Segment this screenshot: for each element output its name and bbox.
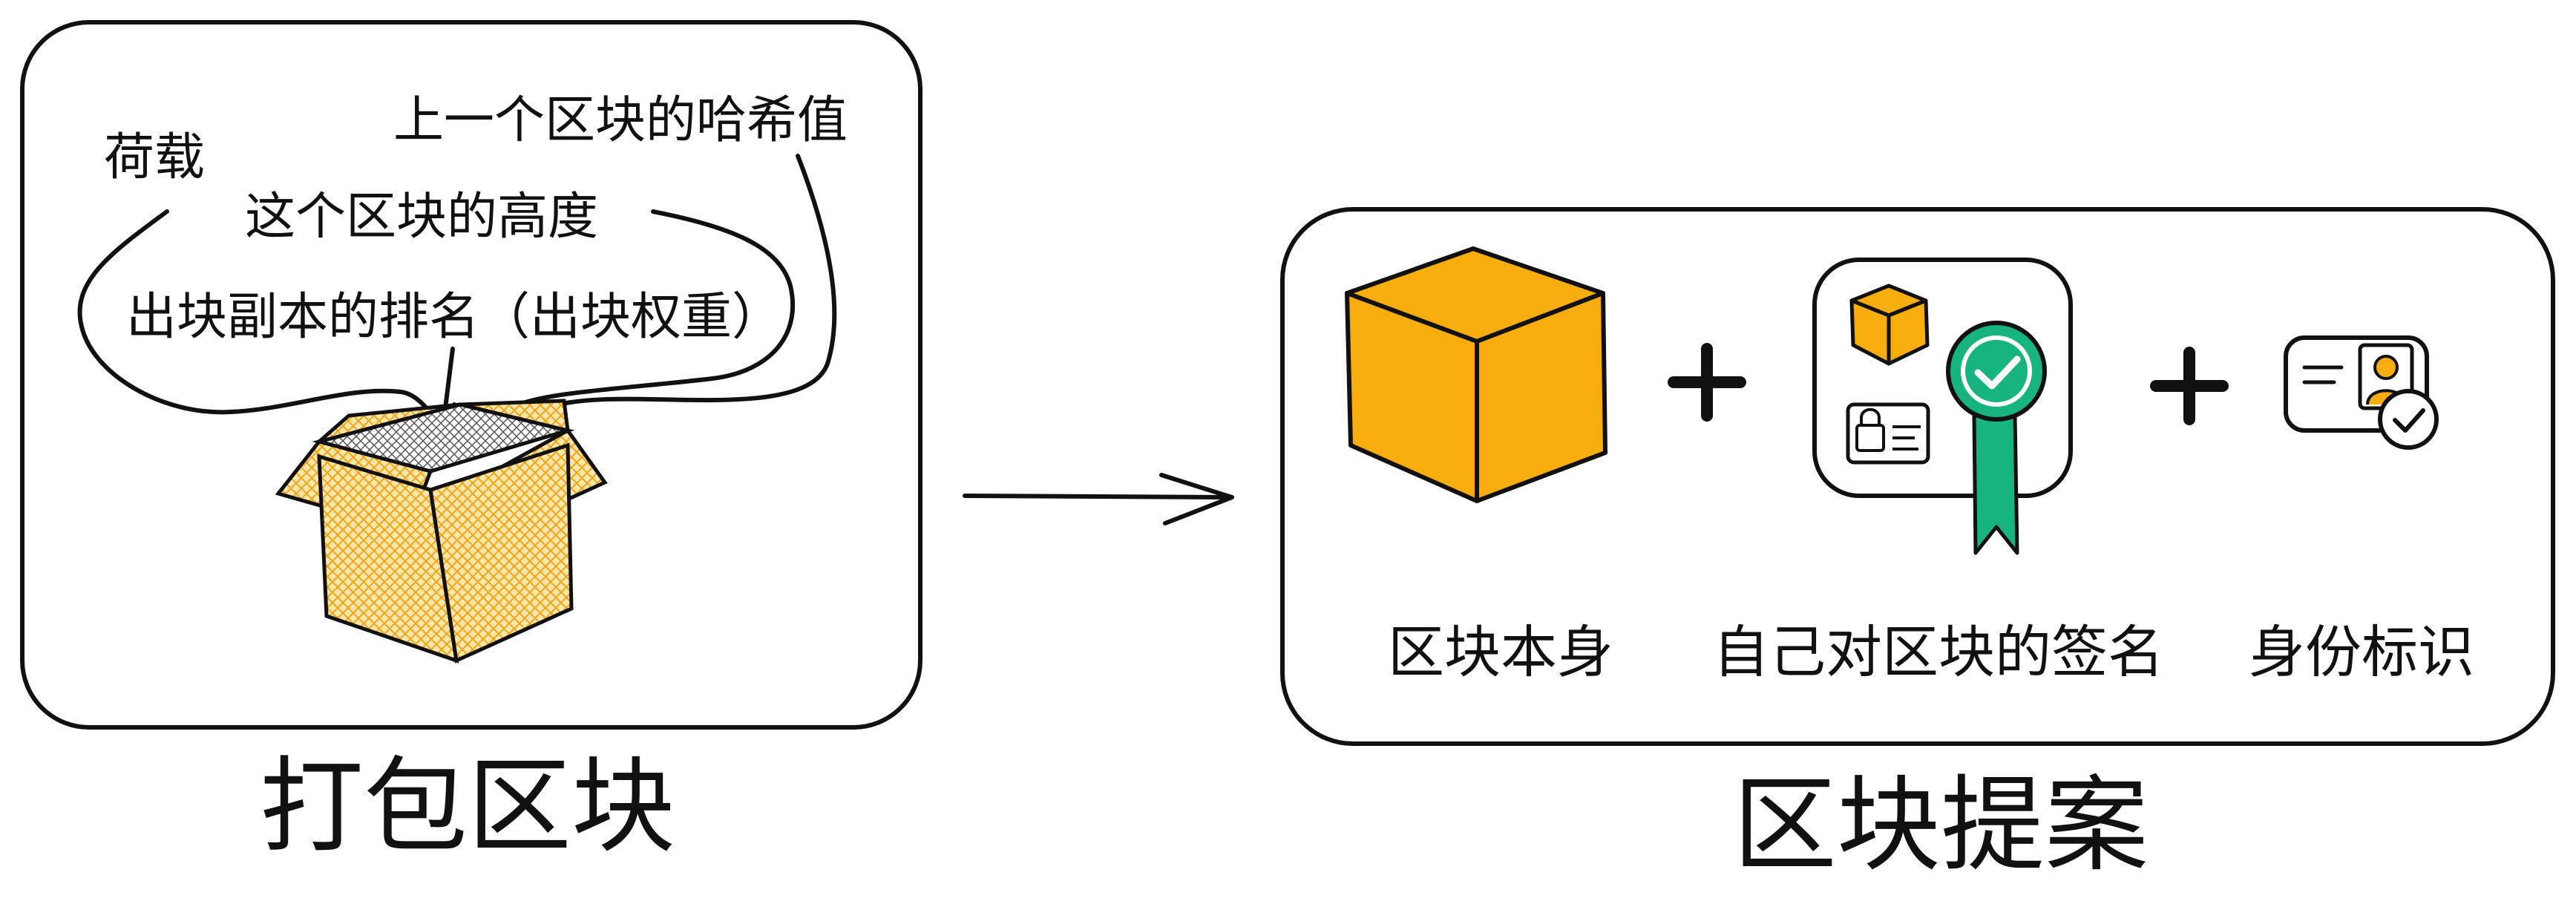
payload-label: 荷载: [104, 128, 205, 187]
flow-arrow: [963, 473, 1234, 525]
proposal-panel: 区块本身 自己对区块的签名 身份标识: [1280, 207, 2555, 746]
payload-connector: [77, 209, 448, 440]
height-label: 这个区块的高度: [245, 188, 598, 246]
item-label-signature: 自己对区块的签名: [1713, 619, 2164, 685]
prev-hash-label: 上一个区块的哈希值: [393, 91, 848, 150]
item-label-block: 区块本身: [1388, 619, 1613, 685]
ranking-label: 出块副本的排名（出块权重）: [126, 288, 782, 347]
packing-panel: 荷载 上一个区块的哈希值 这个区块的高度 出块副本的排名（出块权重）: [20, 20, 922, 730]
identity-card-icon: [2284, 335, 2439, 450]
plus-icon: [2150, 347, 2229, 425]
proposal-title: 区块提案: [1733, 765, 2149, 886]
open-box-icon: [275, 399, 608, 664]
signed-certificate-icon: [1812, 258, 2073, 555]
prev-hash-connector: [517, 154, 837, 425]
orange-cube-icon: [1345, 246, 1607, 503]
plus-icon: [1668, 343, 1746, 422]
item-label-identity: 身份标识: [2249, 619, 2474, 685]
packing-panel-frame: [20, 20, 922, 730]
packing-title: 打包区块: [260, 747, 675, 868]
